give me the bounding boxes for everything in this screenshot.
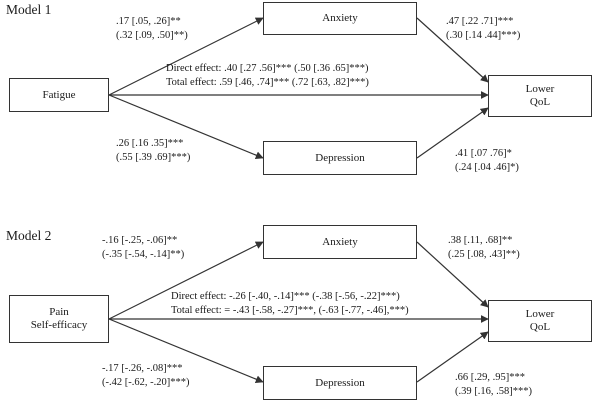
m1-path-a-bottom-coef: .26 [.16 .35]*** bbox=[116, 138, 184, 149]
m2-total-effect-label: Total effect: = -.43 [-.58, -.27]***, (-… bbox=[171, 305, 409, 316]
m1-outcome-label-line1: Lower bbox=[525, 83, 555, 95]
m1-path-b-bottom-label: .41 [.07 .76]* (.24 [.04 .46]*) bbox=[455, 147, 519, 175]
m1-path-a-top-coef: .17 [.05, .26]** bbox=[116, 16, 181, 27]
m1-path-b-top-coef: .47 [.22 .71]*** bbox=[446, 16, 514, 27]
m2-direct-effect-label: Direct effect: -.26 [-.40, -.14]*** (-.3… bbox=[171, 291, 400, 302]
model-2-title: Model 2 bbox=[6, 228, 52, 243]
m2-outcome-label-line1: Lower bbox=[525, 308, 555, 320]
m2-arrow-pse-to-depression bbox=[108, 318, 264, 383]
m1-total-effect-label: Total effect: .59 [.46, .74]*** (.72 [.6… bbox=[166, 77, 369, 88]
m2-predictor-label-line2: Self-efficacy bbox=[30, 319, 88, 331]
m1-anxiety-label: Anxiety bbox=[322, 12, 358, 24]
m2-path-a-bottom-coef: -.17 [-.26, -.08]*** bbox=[102, 363, 183, 374]
m1-depression-label: Depression bbox=[315, 151, 365, 164]
m1-path-a-top-std: (.32 [.09, .50]**) bbox=[116, 30, 188, 41]
m1-anxiety-box: Anxiety bbox=[263, 2, 417, 35]
m2-outcome-box: Lower QoL bbox=[488, 300, 592, 342]
m2-path-a-top-label: -.16 [-.25, -.06]** (-.35 [-.54, -.14]**… bbox=[102, 234, 184, 262]
m1-path-b-bottom-coef: .41 [.07 .76]* bbox=[455, 148, 512, 159]
m2-depression-label: Depression bbox=[315, 376, 365, 389]
m2-anxiety-label: Anxiety bbox=[322, 235, 358, 248]
m1-predictor-label: Fatigue bbox=[42, 88, 76, 101]
m2-anxiety-box: Anxiety bbox=[263, 225, 417, 259]
m1-path-a-bottom-std: (.55 [.39 .69]***) bbox=[116, 152, 191, 163]
m1-path-b-top-label: .47 [.22 .71]*** (.30 [.14 .44]***) bbox=[446, 15, 520, 43]
m2-path-b-top-std: (.25 [.08, .43]**) bbox=[448, 249, 520, 260]
m2-path-a-top-coef: -.16 [-.25, -.06]** bbox=[102, 235, 178, 246]
m2-path-a-bottom-std: (-.42 [-.62, -.20]***) bbox=[102, 377, 190, 388]
m2-arrow-depression-to-qol bbox=[416, 331, 489, 383]
m2-path-b-top-label: .38 [.11, .68]** (.25 [.08, .43]**) bbox=[448, 234, 520, 262]
m2-path-b-bottom-std: (.39 [.16, .58]***) bbox=[455, 386, 532, 397]
m1-arrow-depression-to-qol bbox=[416, 107, 489, 159]
m1-arrow-fatigue-to-depression bbox=[108, 94, 264, 159]
m2-depression-box: Depression bbox=[263, 366, 417, 400]
m2-predictor-label-line1: Pain bbox=[49, 306, 69, 318]
m1-path-a-bottom-label: .26 [.16 .35]*** (.55 [.39 .69]***) bbox=[116, 137, 190, 165]
m2-path-a-bottom-label: -.17 [-.26, -.08]*** (-.42 [-.62, -.20]*… bbox=[102, 362, 189, 390]
model-1-title: Model 1 bbox=[6, 2, 52, 17]
m2-path-b-bottom-label: .66 [.29, .95]*** (.39 [.16, .58]***) bbox=[455, 371, 532, 399]
m1-arrow-anxiety-to-qol bbox=[416, 17, 489, 83]
m2-path-b-bottom-coef: .66 [.29, .95]*** bbox=[455, 372, 525, 383]
m2-outcome-label-line2: QoL bbox=[529, 321, 551, 333]
m1-outcome-box: Lower QoL bbox=[488, 75, 592, 117]
m2-path-b-top-coef: .38 [.11, .68]** bbox=[448, 235, 513, 246]
m2-arrow-anxiety-to-qol bbox=[416, 241, 489, 308]
m2-predictor-box: Pain Self-efficacy bbox=[9, 295, 109, 343]
m1-predictor-box: Fatigue bbox=[9, 78, 109, 112]
m1-path-b-bottom-std: (.24 [.04 .46]*) bbox=[455, 162, 519, 173]
m1-path-a-top-label: .17 [.05, .26]** (.32 [.09, .50]**) bbox=[116, 15, 188, 43]
m1-arrow-fatigue-to-anxiety bbox=[108, 17, 264, 96]
m1-direct-effect-label: Direct effect: .40 [.27 .56]*** (.50 [.3… bbox=[166, 63, 369, 74]
m2-path-a-top-std: (-.35 [-.54, -.14]**) bbox=[102, 249, 185, 260]
m1-depression-box: Depression bbox=[263, 141, 417, 175]
m1-path-b-top-std: (.30 [.14 .44]***) bbox=[446, 30, 521, 41]
m2-arrow-pse-to-anxiety bbox=[108, 241, 264, 320]
m1-outcome-label-line2: QoL bbox=[529, 96, 551, 108]
